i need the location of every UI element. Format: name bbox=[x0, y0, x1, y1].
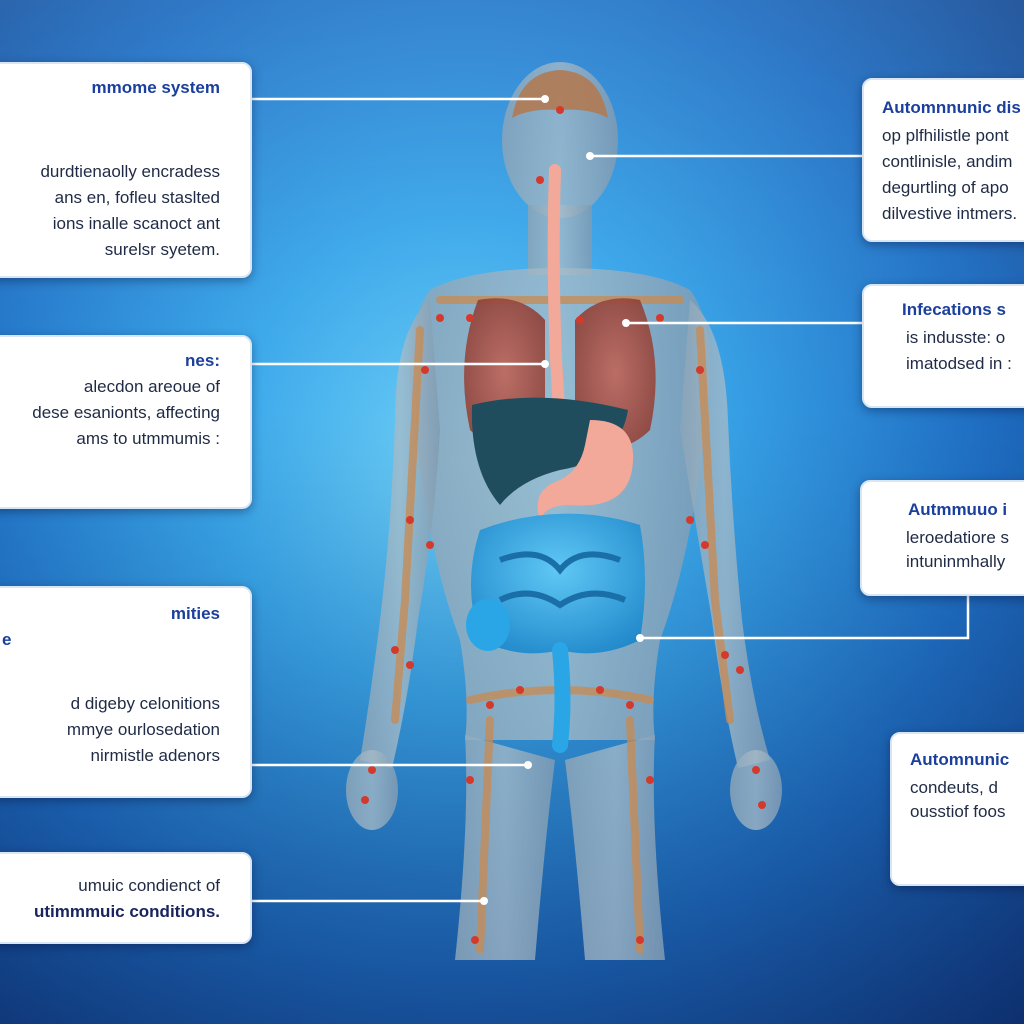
card-text-line: mmye ourlosedation bbox=[66, 720, 220, 739]
card-text-line: imatodsed in : bbox=[906, 354, 1012, 373]
card-text-line: surelsr syetem. bbox=[104, 240, 220, 259]
card-title: Automnunic bbox=[910, 750, 1010, 769]
card-text-line: op plfhilistle pont bbox=[882, 126, 1009, 145]
card-text-line: dilvestive intmers. bbox=[882, 204, 1018, 223]
card-text-line: durdtienaolly encradess bbox=[40, 162, 220, 181]
card-text-line: ions inalle scanoct ant bbox=[52, 214, 220, 233]
card-text-line: contlinisle, andim bbox=[882, 152, 1013, 171]
card-text-line: leroedatiore s bbox=[906, 528, 1010, 547]
card-text-line: ousstiof foos bbox=[910, 802, 1006, 821]
info-card-right-2: Infecations s is indusste: o imatodsed i… bbox=[862, 284, 1024, 408]
card-text-line: is indusste: o bbox=[906, 328, 1006, 347]
card-text-line: d digeby celonitions bbox=[70, 694, 220, 713]
lymph-nodes bbox=[361, 106, 766, 944]
card-text-line: ans en, fofleu staslted bbox=[54, 188, 220, 207]
info-card-left-1: mmome system durdtienaolly encradess ans… bbox=[0, 62, 252, 278]
card-title: mities bbox=[170, 604, 220, 623]
card-text-line: umuic condienct of bbox=[78, 876, 220, 895]
card-subtitle: e bbox=[2, 630, 12, 649]
info-card-right-3: Autmmuuo i leroedatiore s intuninmhally bbox=[860, 480, 1024, 596]
card-title: Autmmuuo i bbox=[908, 500, 1008, 519]
card-text-line: alecdon areoue of bbox=[83, 377, 220, 396]
card-title: Infecations s bbox=[902, 300, 1006, 319]
connector-lines bbox=[252, 97, 970, 903]
card-title: nes: bbox=[185, 351, 220, 370]
info-card-left-2: nes: alecdon areoue of dese esanionts, a… bbox=[0, 335, 252, 509]
card-text-line: ams to utmmumis : bbox=[76, 429, 220, 448]
card-text-line: intuninmhally bbox=[906, 552, 1006, 571]
connector-dots bbox=[480, 95, 644, 905]
stomach bbox=[537, 420, 634, 520]
info-card-left-3: mities e d digeby celonitions mmye ourlo… bbox=[0, 586, 252, 798]
card-text-line: degurtling of apo bbox=[882, 178, 1009, 197]
info-card-left-4: umuic condienct of utimmmuic conditions. bbox=[0, 852, 252, 944]
card-title: Automnnunic dis bbox=[882, 98, 1021, 117]
card-title: mmome system bbox=[91, 78, 220, 97]
card-text-line: condeuts, d bbox=[910, 778, 998, 797]
card-text-line: utimmmuic conditions. bbox=[33, 902, 220, 921]
card-text-line: dese esanionts, affecting bbox=[32, 403, 220, 422]
info-card-right-1: Automnnunic dis op plfhilistle pont cont… bbox=[862, 78, 1024, 242]
card-text-line: nirmistle adenors bbox=[90, 746, 220, 765]
liver bbox=[471, 397, 628, 505]
info-card-right-4: Automnunic condeuts, d ousstiof foos bbox=[890, 732, 1024, 886]
intestines bbox=[466, 513, 645, 753]
